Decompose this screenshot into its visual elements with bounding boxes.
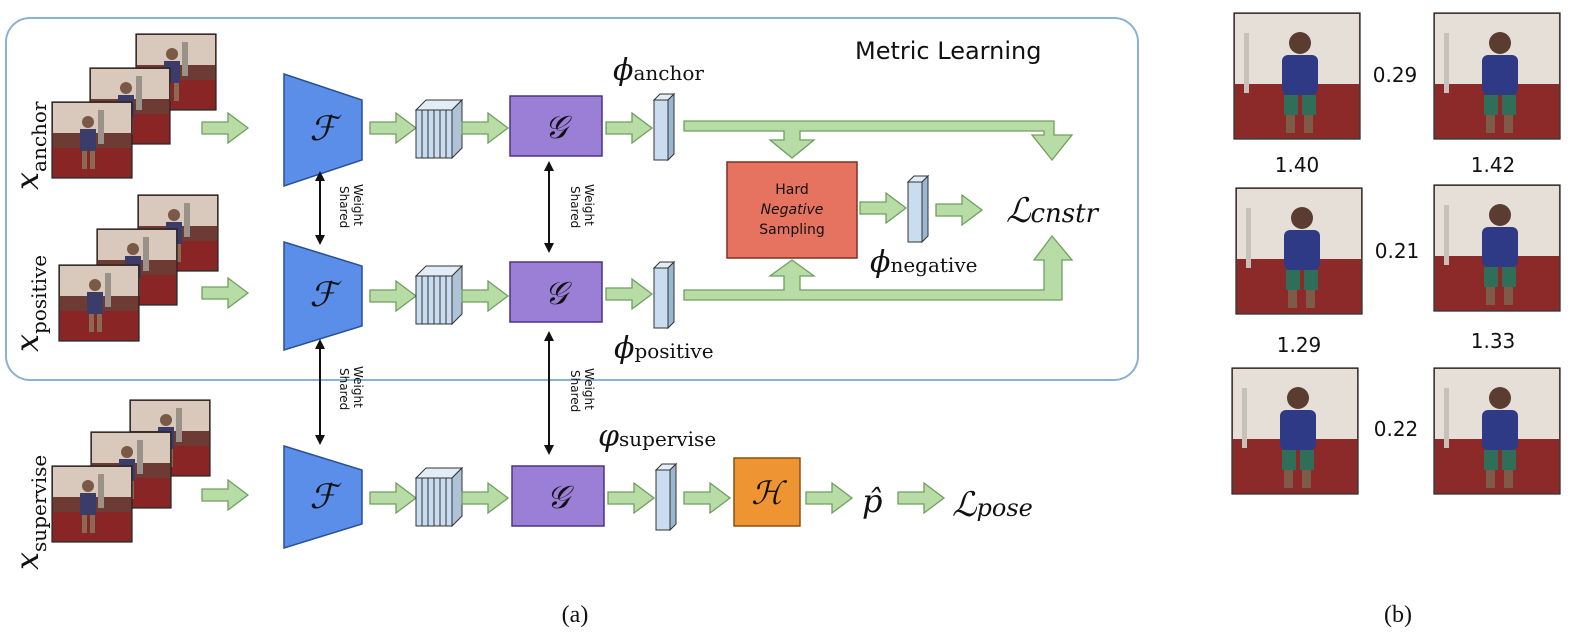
between-2-right: 1.33 — [1471, 329, 1516, 353]
arrow — [369, 280, 417, 312]
between-1-left: 1.40 — [1275, 153, 1320, 177]
svg-text:Hard: Hard — [775, 182, 809, 198]
embedding-label-positive: ϕpositive — [614, 331, 714, 366]
shared-weight-f-2-3: Shared Weight — [315, 339, 365, 445]
svg-text:Weight: Weight — [351, 366, 365, 408]
svg-text:Shared: Shared — [568, 370, 582, 412]
shared-weight-g-2-3: Shared Weight — [544, 331, 596, 455]
metric-learning-frame — [5, 17, 1139, 381]
embedding-label-anchor: ϕanchor — [613, 53, 704, 88]
loss-pose: ℒpose — [952, 485, 1033, 525]
hard-negative-sampling-box: Hard Negative Sampling — [726, 161, 858, 259]
encoder-f-anchor: ℱ — [283, 72, 363, 188]
arrow — [201, 112, 249, 144]
feature-map-supervise — [415, 467, 463, 527]
loss-contrastive: ℒcnstr — [1006, 191, 1100, 231]
panel-b: 0.29 1.40 1.42 0.21 1.29 1.33 0.22 — [1231, 12, 1561, 495]
feature-map-positive — [415, 265, 463, 325]
svg-text:Shared: Shared — [337, 368, 351, 410]
encoder-f-positive: ℱ — [283, 240, 363, 352]
between-2-left: 1.29 — [1277, 333, 1322, 357]
projector-g-anchor: 𝒢 — [509, 95, 603, 157]
svg-text:Shared: Shared — [337, 186, 351, 228]
pose-head-h: ℋ — [733, 457, 801, 527]
pair-1-right-image — [1433, 12, 1561, 140]
input-label-supervise: xsupervise — [8, 455, 51, 570]
embedding-label-negative: ϕnegative — [870, 245, 977, 280]
arrow — [461, 112, 509, 144]
arrow — [461, 280, 509, 312]
shared-weight-f-1-2: Shared Weight — [315, 171, 365, 245]
encoder-f-supervise: ℱ — [283, 444, 363, 550]
svg-text:Shared: Shared — [568, 186, 582, 228]
arrow — [607, 482, 655, 514]
arrow — [605, 112, 653, 144]
head-label: ℋ — [751, 474, 787, 512]
pair-2-left-image — [1235, 187, 1363, 315]
svg-text:Negative: Negative — [761, 202, 824, 218]
embedding-supervise — [655, 463, 677, 531]
arrow — [369, 112, 417, 144]
pair-1-left-image — [1233, 12, 1361, 140]
embedding-negative — [907, 175, 929, 243]
arrow — [369, 482, 417, 514]
input-label-anchor: xanchor — [8, 101, 51, 190]
arrow — [805, 482, 853, 514]
arrow — [683, 482, 731, 514]
svg-text:Weight: Weight — [582, 368, 596, 410]
pair-3-right-image — [1433, 367, 1561, 495]
svg-text:Sampling: Sampling — [759, 222, 825, 238]
arrow — [605, 278, 653, 310]
projector-g-positive: 𝒢 — [509, 261, 603, 323]
arrow — [461, 482, 509, 514]
arrow — [859, 192, 907, 224]
pose-prediction: p̂ — [862, 482, 882, 520]
arrow — [935, 194, 983, 226]
anchor-images — [51, 33, 217, 179]
svg-text:Weight: Weight — [582, 184, 596, 226]
embedding-positive — [653, 261, 675, 329]
arrow — [201, 479, 249, 511]
positive-images — [58, 194, 219, 342]
caption-b: (b) — [1384, 602, 1412, 628]
positive-path — [683, 234, 1074, 301]
between-1-right: 1.42 — [1471, 153, 1516, 177]
pair-2-distance: 0.21 — [1375, 239, 1420, 263]
anchor-path — [683, 120, 1074, 162]
embedding-anchor — [653, 93, 675, 161]
embedding-label-supervise: φsupervise — [598, 419, 716, 454]
input-label-positive: xpositive — [8, 255, 51, 352]
shared-weight-g-1-2: Shared Weight — [544, 161, 596, 253]
arrow — [897, 482, 945, 514]
svg-text:Weight: Weight — [351, 184, 365, 226]
pair-3-left-image — [1231, 367, 1359, 495]
pair-1-distance: 0.29 — [1373, 63, 1418, 87]
metric-learning-title: Metric Learning — [855, 37, 1041, 65]
caption-a: (a) — [562, 602, 589, 628]
projector-g-supervise: 𝒢 — [511, 465, 605, 527]
pair-3-distance: 0.22 — [1374, 417, 1419, 441]
arrow — [201, 277, 249, 309]
supervise-images — [51, 399, 211, 543]
pair-2-right-image — [1433, 184, 1561, 312]
feature-map-anchor — [415, 99, 463, 159]
